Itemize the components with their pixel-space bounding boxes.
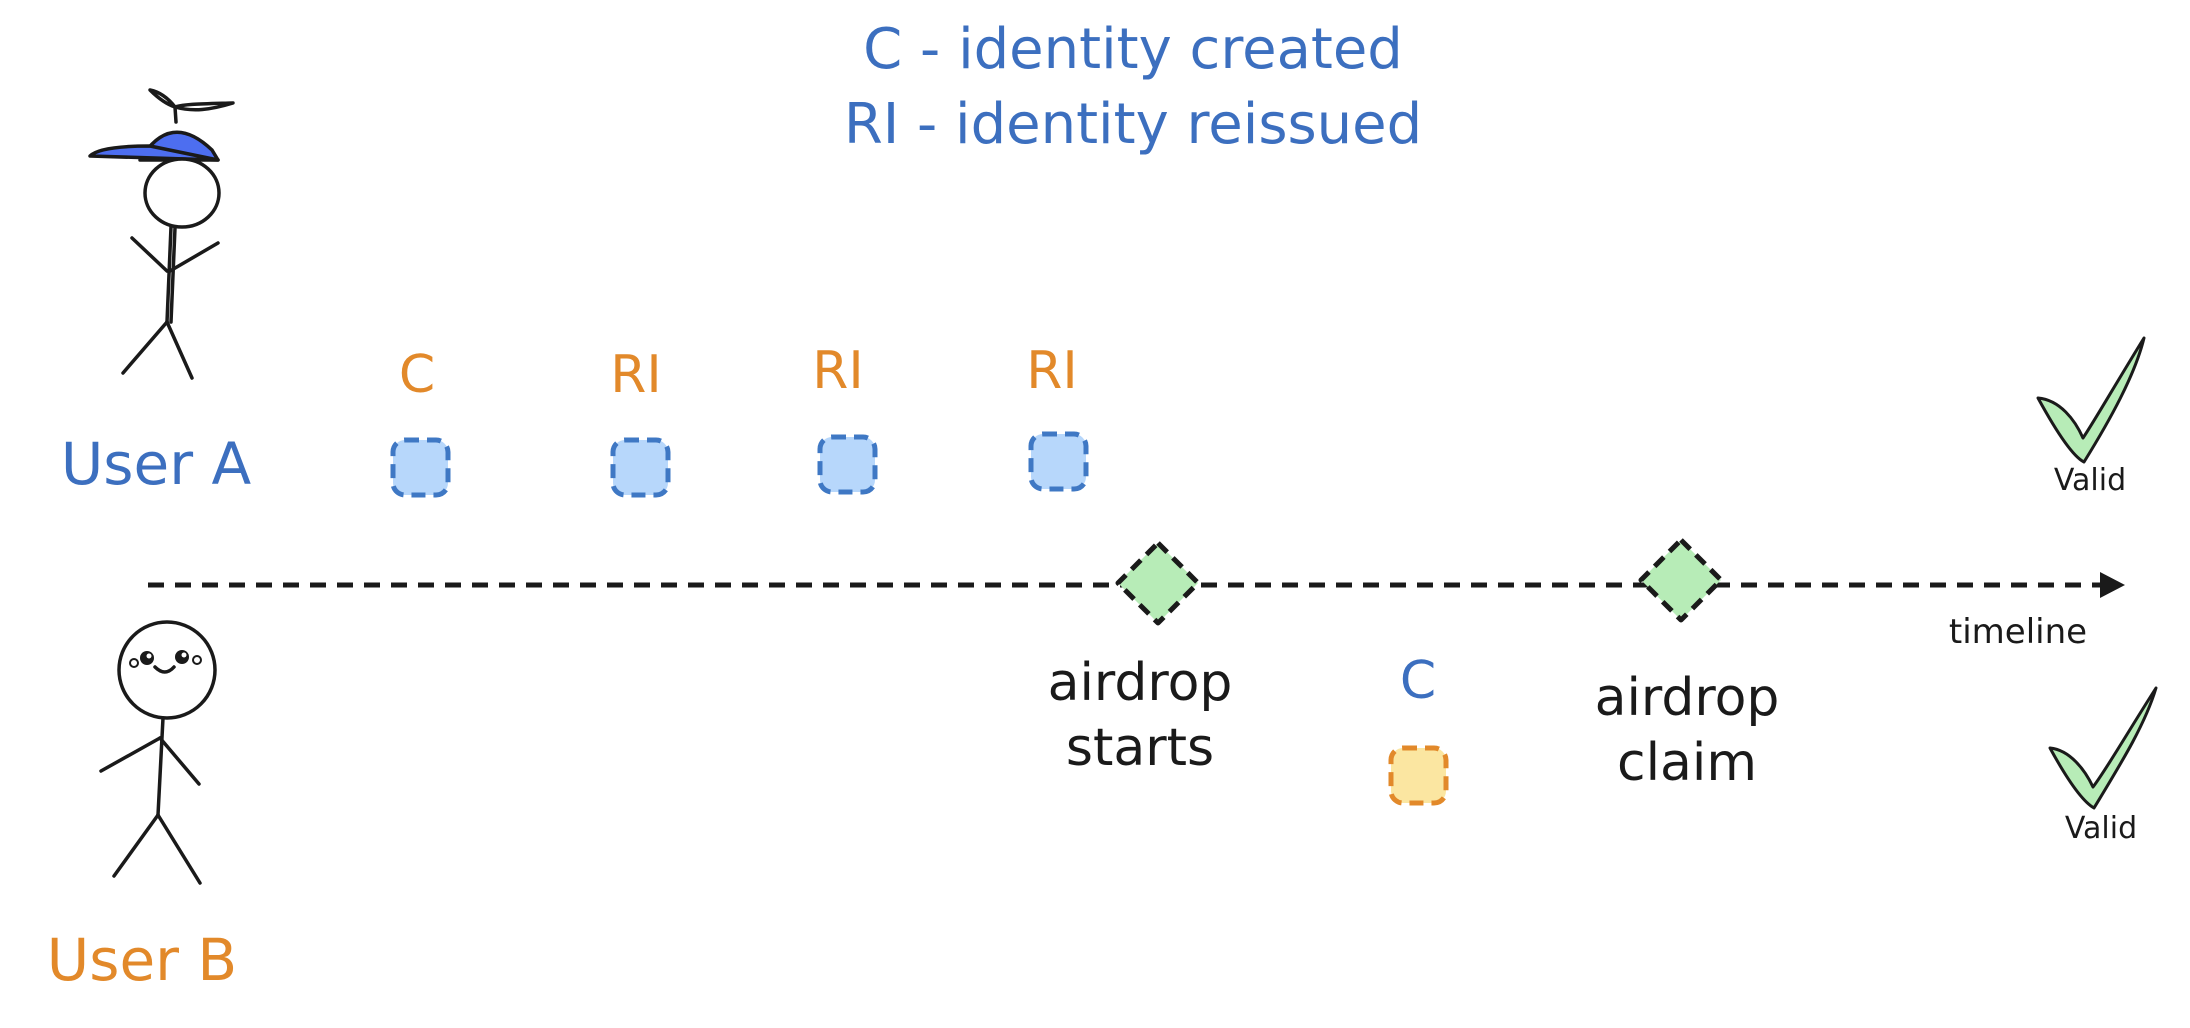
identity-event-square <box>817 434 878 495</box>
stick-figure-with-propeller-cap-icon <box>88 88 235 380</box>
milestone-diamonds <box>1115 537 1724 626</box>
legend-reissued-text: RI - identity reissued <box>844 92 1422 157</box>
timeline-label: timeline <box>1949 612 2087 652</box>
user-b-label: User B <box>47 926 237 994</box>
user-b-result-label: Valid <box>2065 811 2137 846</box>
smiling-stick-figure-icon <box>99 620 217 885</box>
legend: C - identity created RI - identity reiss… <box>844 17 1422 157</box>
milestone-label: airdrop <box>1048 653 1233 713</box>
milestone-label: starts <box>1066 718 1214 778</box>
event-tag: RI <box>1026 341 1077 401</box>
milestone-label: airdrop <box>1595 668 1780 728</box>
identity-event-square <box>610 437 671 498</box>
identity-event-square <box>1028 431 1089 492</box>
airdrop-start-marker <box>1115 540 1201 626</box>
event-tag: RI <box>610 345 661 405</box>
airdrop-claim-marker <box>1638 537 1724 623</box>
identity-event-square <box>1388 745 1449 806</box>
user-a-label: User A <box>61 430 252 498</box>
user-a-event-squares <box>390 431 1089 498</box>
event-tag: C <box>1400 651 1436 711</box>
event-tag: C <box>399 345 435 405</box>
identity-event-square <box>390 437 451 498</box>
user-a-result-label: Valid <box>2054 463 2126 498</box>
checkmark-icon <box>2036 336 2146 464</box>
milestone-labels: airdrop starts airdrop claim <box>1048 653 1780 793</box>
milestone-label: claim <box>1617 733 1757 793</box>
user-a-event-tags: C RI RI RI <box>399 341 1078 405</box>
legend-created-text: C - identity created <box>863 17 1403 82</box>
timeline-arrowhead-icon <box>2100 572 2125 598</box>
event-tag: RI <box>812 341 863 401</box>
checkmark-icon <box>2048 686 2158 810</box>
